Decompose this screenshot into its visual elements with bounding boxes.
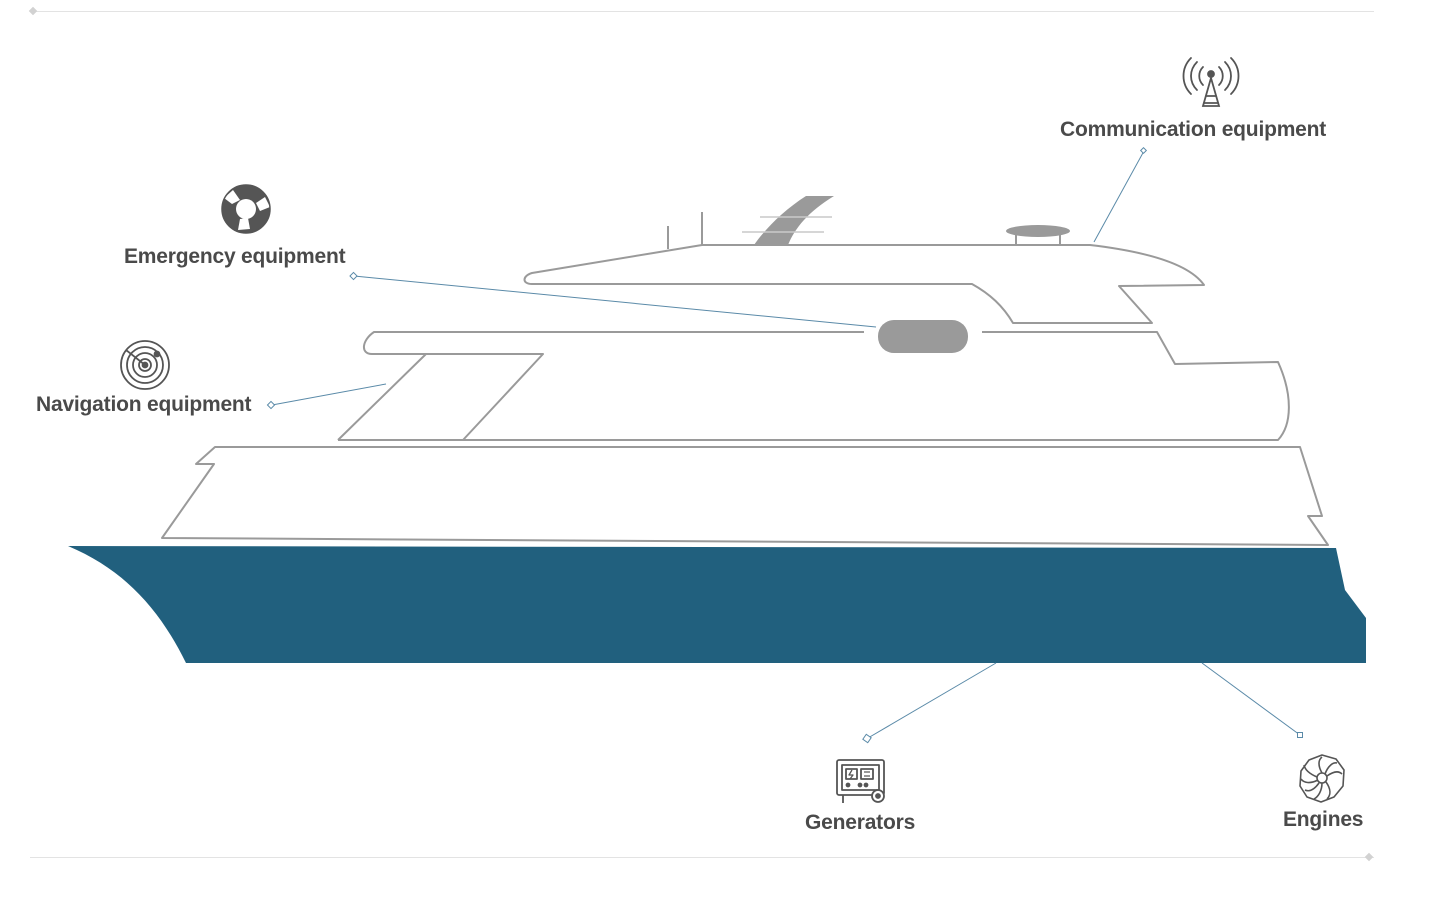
antenna-tower-icon [1182,57,1240,107]
yacht-arch [754,196,834,245]
leader-generators [867,662,997,739]
lifebuoy-icon [221,184,271,234]
generators-label: Generators [805,811,916,834]
leader-generators-marker [862,733,872,744]
generator-icon [836,759,885,803]
life-raft-capsule [878,320,968,353]
navigation-equipment-label: Navigation equipment [36,393,252,416]
yacht-window-strut [426,353,544,441]
engine-turbine-icon [1299,754,1345,803]
leader-engines [1201,662,1301,736]
yacht-main-deck [161,446,1329,546]
yacht-mid-deck [337,331,864,441]
leader-emergency [353,275,877,328]
leader-engines-marker [1297,732,1303,738]
bottom-divider [30,857,1374,858]
leader-communication-marker [1139,146,1148,155]
top-divider [30,11,1374,12]
leader-emergency-marker [349,271,358,281]
communication-equipment-label: Communication equipment [1060,118,1327,141]
radar-icon [120,340,170,390]
leader-communication [1093,150,1145,243]
yacht-mid-deck-rear [338,331,1290,441]
radar-dome [1006,225,1070,237]
yacht-hull [68,546,1366,663]
yacht-upper-deck [523,244,1205,324]
engines-label: Engines [1283,808,1364,831]
emergency-equipment-label: Emergency equipment [124,245,346,268]
leader-navigation [271,383,387,406]
leader-navigation-marker [266,400,276,410]
